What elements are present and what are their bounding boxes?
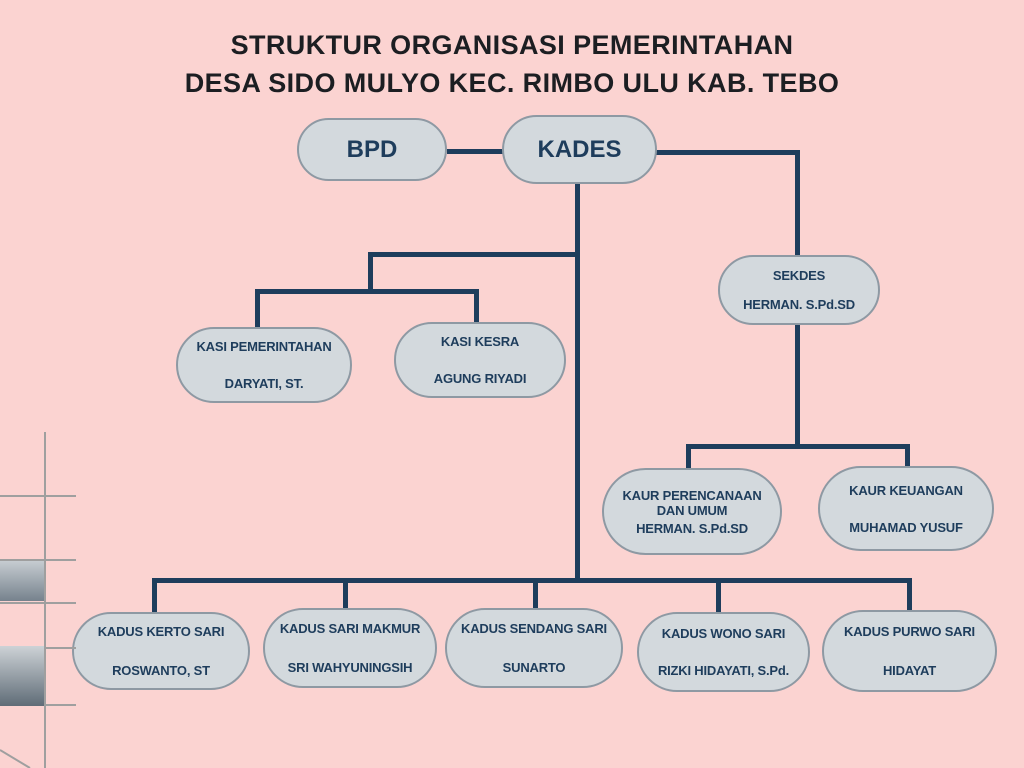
node-kasi-kesra-name: AGUNG RIYADI [433, 371, 527, 386]
connector-kaur-perencanaan-drop [686, 444, 691, 474]
node-kaur-perencanaan-name: HERMAN. S.Pd.SD [636, 520, 748, 536]
node-kadus-sendang-name: SUNARTO [502, 660, 566, 675]
ruler-decoration-bar [0, 561, 44, 601]
node-kades: KADES [502, 115, 657, 184]
connector-kasi-branch-h1 [368, 252, 578, 257]
connector-kaur-branch-h [686, 444, 910, 449]
node-kadus-purwo-sari: KADUS PURWO SARI HIDAYAT [822, 610, 997, 692]
ruler-decoration-tick [0, 559, 76, 561]
node-sekdes: SEKDES HERMAN. S.Pd.SD [718, 255, 880, 325]
node-kadus-wono-role: KADUS WONO SARI [661, 626, 786, 641]
connector-kades-sekdes-v [795, 150, 800, 258]
ruler-decoration-vertical-line [44, 432, 46, 768]
node-kadus-sari-makmur-role: KADUS SARI MAKMUR [279, 621, 421, 636]
connector-bpd-kades [447, 149, 504, 154]
connector-kasi-pemerintahan-drop [255, 289, 260, 331]
ruler-decoration-diagonal [0, 749, 31, 768]
ruler-decoration-bar [0, 646, 44, 706]
node-kadus-kerto-name: ROSWANTO, ST [112, 663, 210, 678]
node-sekdes-role: SEKDES [772, 268, 826, 283]
connector-kadus-branch-h [152, 578, 912, 583]
connector-kadus-sari-makmur-drop [343, 578, 348, 612]
node-kadus-sendang-sari: KADUS SENDANG SARI SUNARTO [445, 608, 623, 688]
connector-sekdes-trunk [795, 323, 800, 449]
node-kadus-wono-name: RIZKI HIDAYATI, S.Pd. [657, 663, 790, 678]
connector-kades-sekdes-h [655, 150, 800, 155]
page-title-line-2: DESA SIDO MULYO KEC. RIMBO ULU KAB. TEBO [184, 68, 840, 98]
node-kadus-sendang-role: KADUS SENDANG SARI [461, 621, 607, 636]
ruler-decoration-tick [0, 495, 76, 497]
connector-kadus-kerto-drop [152, 578, 157, 616]
node-kadus-wono-sari: KADUS WONO SARI RIZKI HIDAYATI, S.Pd. [637, 612, 810, 692]
connector-kaur-keuangan-drop [905, 444, 910, 472]
connector-kadus-purwo-drop [907, 578, 912, 614]
node-kasi-pemerintahan: KASI PEMERINTAHAN DARYATI, ST. [176, 327, 352, 403]
connector-kasi-branch-v1 [368, 252, 373, 294]
node-bpd: BPD [297, 118, 447, 181]
page-title-line-1: STRUKTUR ORGANISASI PEMERINTAHAN [230, 30, 794, 60]
node-kasi-kesra-role: KASI KESRA [440, 334, 520, 349]
node-sekdes-name: HERMAN. S.Pd.SD [743, 297, 855, 312]
node-kaur-keuangan-name: MUHAMAD YUSUF [849, 519, 963, 535]
connector-kasi-kesra-drop [474, 289, 479, 327]
node-kasi-pemerintahan-name: DARYATI, ST. [224, 376, 304, 391]
node-kadus-purwo-role: KADUS PURWO SARI [844, 624, 975, 639]
node-kasi-kesra: KASI KESRA AGUNG RIYADI [394, 322, 566, 398]
node-kaur-keuangan: KAUR KEUANGAN MUHAMAD YUSUF [818, 466, 994, 551]
node-kaur-perencanaan-umum: KAUR PERENCANAAN DAN UMUM HERMAN. S.Pd.S… [602, 468, 782, 555]
node-kadus-sari-makmur-name: SRI WAHYUNINGSIH [287, 660, 413, 675]
node-kadus-kerto-sari: KADUS KERTO SARI ROSWANTO, ST [72, 612, 250, 690]
ruler-decoration-tick [0, 602, 76, 604]
connector-kades-trunk [575, 183, 580, 583]
node-kasi-pemerintahan-role: KASI PEMERINTAHAN [196, 339, 332, 354]
node-kadus-sari-makmur: KADUS SARI MAKMUR SRI WAHYUNINGSIH [263, 608, 437, 688]
node-kaur-keuangan-role: KAUR KEUANGAN [849, 482, 963, 498]
node-kades-label: KADES [537, 136, 622, 163]
node-kadus-purwo-name: HIDAYAT [882, 663, 937, 678]
connector-kadus-wono-drop [716, 578, 721, 616]
connector-kadus-sendang-drop [533, 578, 538, 612]
page-title: STRUKTUR ORGANISASI PEMERINTAHAN DESA SI… [0, 26, 1024, 102]
connector-kasi-branch-h2 [255, 289, 479, 294]
node-kadus-kerto-role: KADUS KERTO SARI [97, 624, 225, 639]
node-kaur-perencanaan-role: KAUR PERENCANAAN DAN UMUM [622, 487, 762, 518]
node-bpd-label: BPD [346, 136, 398, 163]
